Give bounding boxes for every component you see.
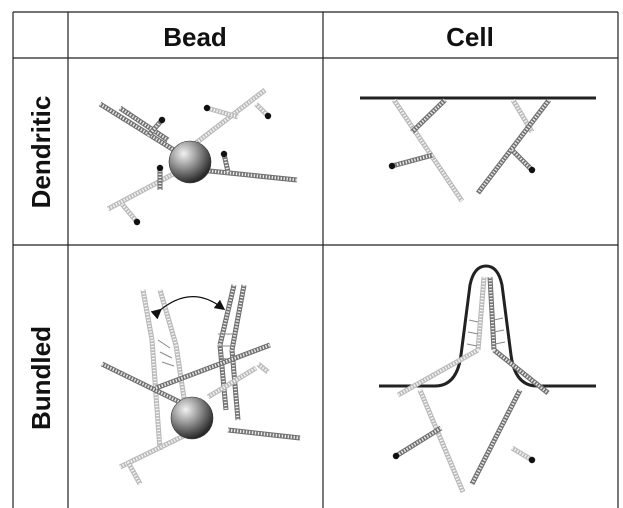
actin-filament xyxy=(140,289,155,341)
filament-texture xyxy=(169,88,266,165)
actin-filament xyxy=(410,98,447,134)
crosslinker xyxy=(157,339,171,349)
panel-bead-dendritic xyxy=(98,88,298,226)
capping-protein-dot xyxy=(156,164,164,172)
filament-texture xyxy=(141,289,154,341)
filament-texture xyxy=(158,289,178,346)
crosslinker xyxy=(161,361,175,367)
actin-filament xyxy=(120,202,139,224)
filament-texture xyxy=(257,362,269,374)
filament-texture xyxy=(155,343,271,390)
actin-filament xyxy=(206,105,239,120)
column-header-bead: Bead xyxy=(163,22,227,52)
actin-filament xyxy=(394,425,443,459)
table-grid xyxy=(12,11,619,508)
actin-filament xyxy=(125,460,143,486)
actin-filament xyxy=(487,276,497,351)
actin-filament xyxy=(476,98,551,195)
curved-double-arrow xyxy=(150,295,226,320)
filament-texture xyxy=(397,348,479,397)
actin-filament xyxy=(229,349,241,421)
actin-filament xyxy=(157,289,179,346)
filament-texture xyxy=(470,389,522,485)
crosslinker xyxy=(493,329,505,333)
crosslinker xyxy=(493,317,504,321)
actin-filament xyxy=(149,339,163,451)
filament-texture xyxy=(476,276,486,351)
filament-texture xyxy=(218,284,236,346)
filament-texture xyxy=(174,344,187,406)
actin-filament xyxy=(199,167,298,183)
actin-filament xyxy=(217,344,229,411)
filament-texture xyxy=(391,153,434,168)
actin-filament xyxy=(391,98,465,203)
actin-filament xyxy=(146,118,164,138)
actin-filament xyxy=(492,348,550,395)
actin-filament xyxy=(229,284,247,351)
capping-protein-dot xyxy=(528,166,536,174)
filament-texture xyxy=(146,119,164,137)
column-header-cell: Cell xyxy=(446,22,494,52)
crosslinker xyxy=(159,351,173,359)
actin-filament xyxy=(510,148,534,172)
filament-texture xyxy=(120,203,139,223)
capping-protein-dot xyxy=(528,456,536,464)
filament-texture xyxy=(511,446,533,462)
actin-filament xyxy=(206,365,258,400)
capping-protein-dot xyxy=(203,104,211,112)
capping-protein-dot xyxy=(392,452,400,460)
actin-filament xyxy=(469,388,523,486)
actin-filament xyxy=(475,276,487,351)
row-header-bundled: Bundled xyxy=(26,326,56,430)
filament-core xyxy=(229,349,241,421)
crosslinker xyxy=(467,331,479,335)
capping-protein-dot xyxy=(264,112,272,120)
actin-filament xyxy=(510,445,534,463)
actin-filament xyxy=(396,347,480,398)
filament-texture xyxy=(230,284,246,351)
filament-texture xyxy=(218,344,228,411)
actin-filament xyxy=(227,427,301,441)
capping-protein-dot xyxy=(220,150,228,158)
filament-texture xyxy=(488,276,496,351)
filament-texture xyxy=(107,163,191,211)
filament-texture xyxy=(126,461,142,485)
filament-texture xyxy=(418,389,465,493)
panel-bead-bundled xyxy=(100,284,301,486)
filament-texture xyxy=(392,99,464,202)
crosslinker xyxy=(466,343,478,347)
crosslinker xyxy=(468,319,479,323)
panel-cell-dendritic xyxy=(360,96,596,203)
capping-protein-dot xyxy=(133,218,141,226)
filament-texture xyxy=(150,339,162,451)
cell-membrane-protrusion xyxy=(379,264,596,388)
actin-filament xyxy=(217,284,237,346)
filament-texture xyxy=(227,428,301,440)
actin-filament xyxy=(118,105,170,143)
bead-sphere xyxy=(168,140,212,184)
crosslinker xyxy=(494,341,506,345)
capping-protein-dot xyxy=(388,162,396,170)
filament-texture xyxy=(493,348,549,395)
filament-core xyxy=(410,98,447,134)
filament-core xyxy=(394,425,443,459)
actin-filament xyxy=(173,344,188,406)
actin-filament xyxy=(417,389,466,493)
filament-texture xyxy=(119,106,169,142)
capping-protein-dot xyxy=(158,116,166,124)
panel-cell-bundled xyxy=(379,264,596,493)
actin-filament xyxy=(256,362,270,374)
actin-filament xyxy=(155,342,271,391)
filament-texture xyxy=(199,168,298,182)
actin-filament xyxy=(391,152,434,169)
filament-texture xyxy=(206,106,239,119)
filament-core xyxy=(510,148,534,172)
row-header-dendritic: Dendritic xyxy=(26,96,56,209)
filament-core xyxy=(476,98,551,195)
bead-sphere xyxy=(170,396,214,440)
filament-texture xyxy=(207,366,257,399)
